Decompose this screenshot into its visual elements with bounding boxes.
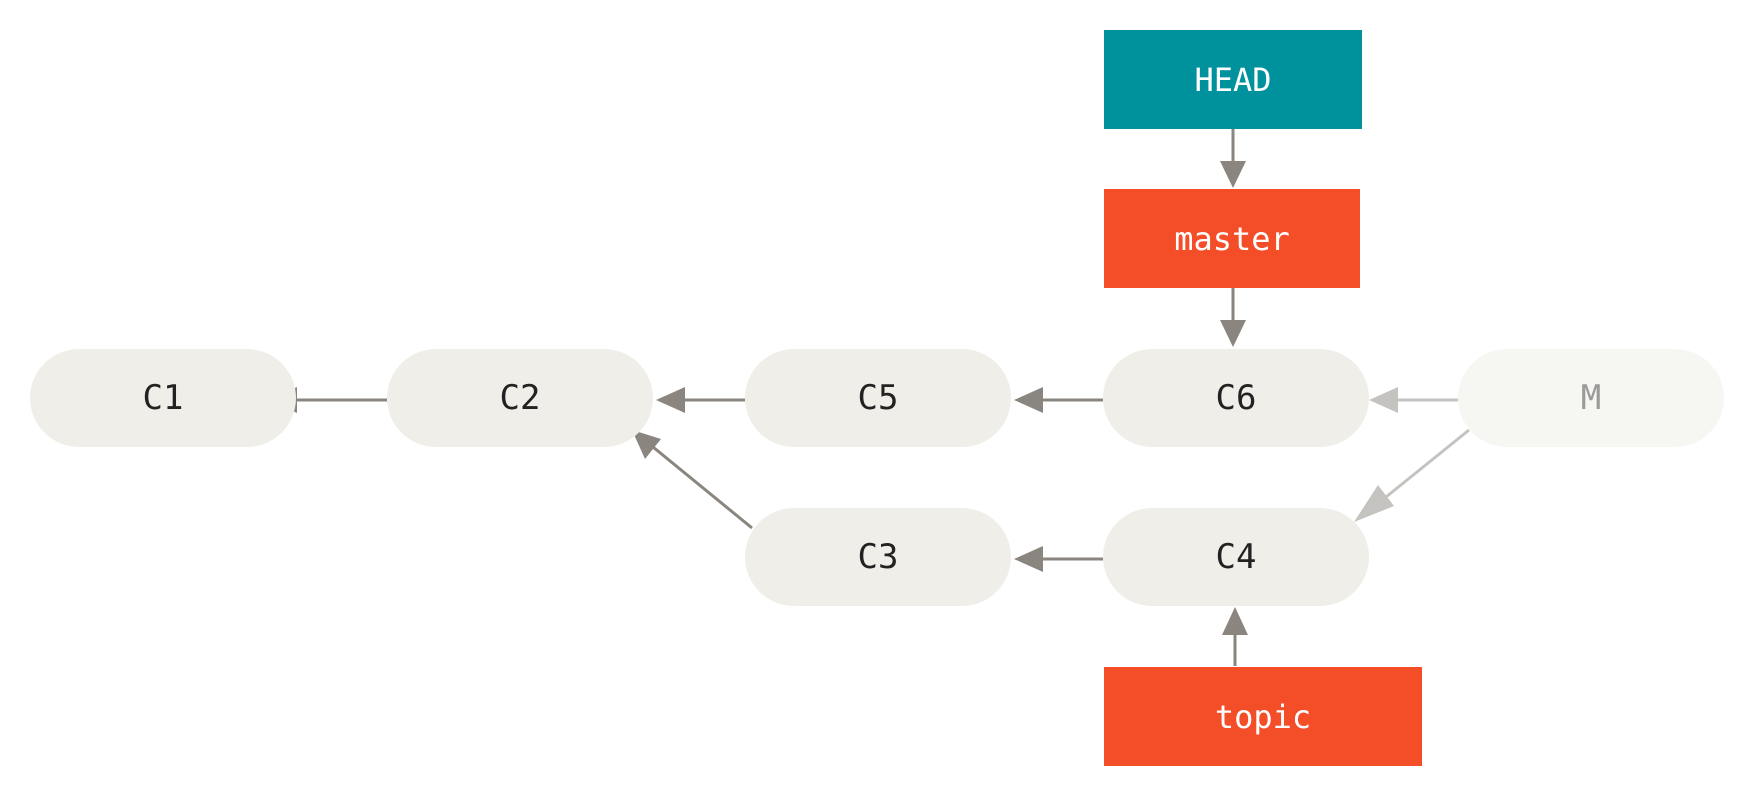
commit-c4: C4 bbox=[1103, 508, 1369, 606]
arrowhead-c5 bbox=[1014, 387, 1043, 413]
arrowhead-c4-from-m bbox=[1354, 485, 1394, 522]
arrowhead-c6-from-m bbox=[1369, 387, 1398, 413]
commit-c2: C2 bbox=[387, 349, 653, 447]
commit-c6: C6 bbox=[1103, 349, 1369, 447]
commit-c3: C3 bbox=[745, 508, 1011, 606]
commit-merge: M bbox=[1458, 349, 1724, 447]
arrowhead-c2-from-c3 bbox=[632, 430, 661, 459]
ref-topic: topic bbox=[1104, 667, 1422, 766]
arrowhead-master bbox=[1220, 161, 1246, 188]
arrow-c3-to-c2 bbox=[652, 445, 753, 530]
ref-head: HEAD bbox=[1104, 30, 1362, 129]
arrowhead-c6 bbox=[1220, 320, 1246, 347]
arrowhead-c3 bbox=[1014, 546, 1043, 572]
arrowhead-c2-from-c5 bbox=[656, 387, 685, 413]
arrowhead-c4-from-topic bbox=[1222, 607, 1248, 635]
commit-c5: C5 bbox=[745, 349, 1011, 447]
commit-c1: C1 bbox=[30, 349, 296, 447]
arrow-m-to-c4 bbox=[1385, 428, 1470, 499]
ref-master: master bbox=[1104, 189, 1360, 288]
